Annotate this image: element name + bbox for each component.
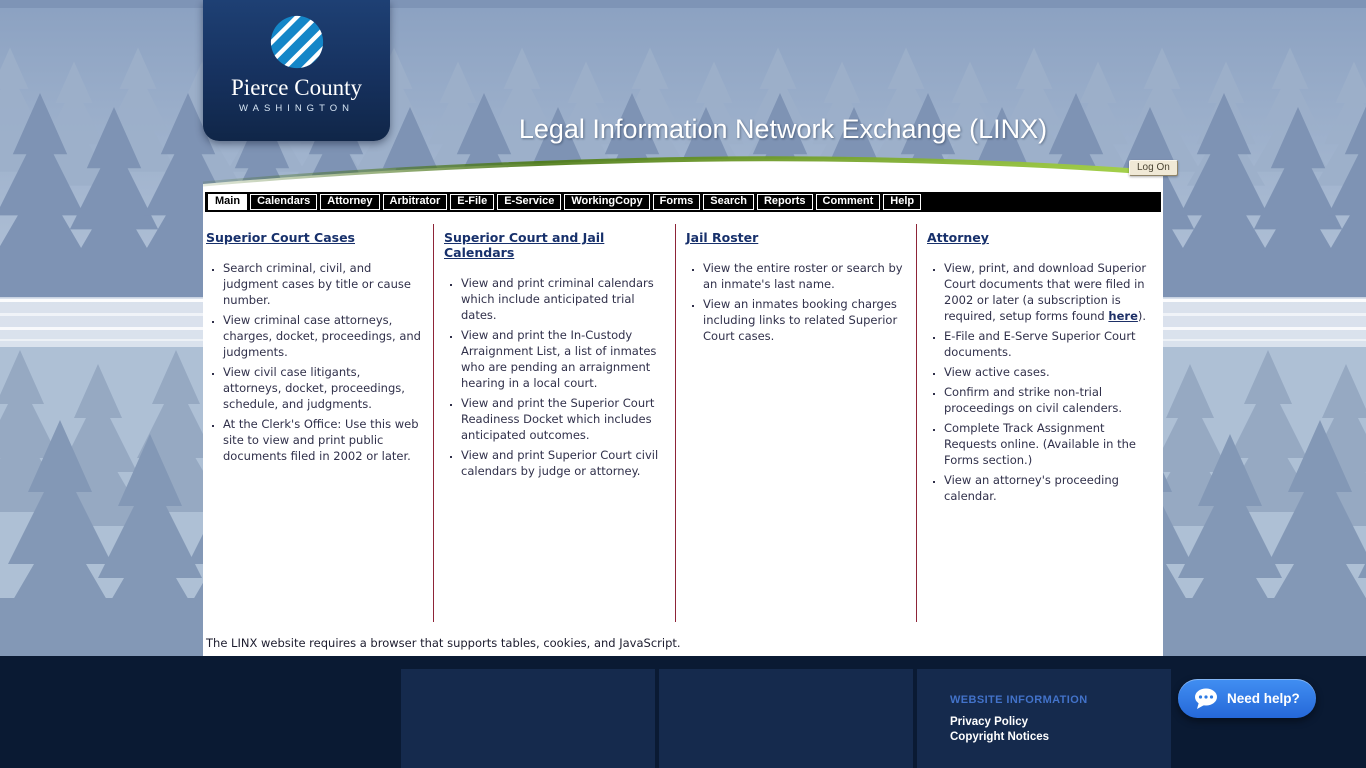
tab-e-service[interactable]: E-Service [497, 194, 562, 210]
footer-block-1 [401, 669, 655, 768]
tab-reports[interactable]: Reports [756, 194, 813, 210]
column-heading: Attorney [927, 230, 989, 245]
content-columns: Superior Court CasesSearch criminal, civ… [203, 224, 1163, 622]
list-item: Complete Track Assignment Requests onlin… [944, 420, 1151, 468]
pierce-county-logo-icon [268, 13, 326, 71]
tab-arbitrator[interactable]: Arbitrator [382, 194, 448, 210]
list-item: View and print the In-Custody Arraignmen… [461, 327, 663, 391]
pierce-county-logo[interactable]: Pierce County WASHINGTON [203, 0, 390, 141]
column-4: AttorneyView, print, and download Superi… [917, 224, 1163, 622]
here-link[interactable]: here [1108, 309, 1138, 323]
list-item: E-File and E-Serve Superior Court docume… [944, 328, 1151, 360]
tab-main[interactable]: Main [208, 194, 248, 210]
website-information-heading: WEBSITE INFORMATION [950, 694, 1088, 706]
list-item: Search criminal, civil, and judgment cas… [223, 260, 421, 308]
column-list: View, print, and download Superior Court… [927, 260, 1151, 504]
logo-name: Pierce County [231, 75, 362, 100]
column-heading: Superior Court and Jail Calendars [444, 230, 605, 260]
tab-workingcopy[interactable]: WorkingCopy [564, 194, 650, 210]
footer-block-website-info: WEBSITE INFORMATION Privacy Policy Copyr… [917, 669, 1171, 768]
column-list: View the entire roster or search by an i… [686, 260, 904, 344]
column-list: Search criminal, civil, and judgment cas… [206, 260, 421, 464]
tab-comment[interactable]: Comment [815, 194, 881, 210]
copyright-notices-link[interactable]: Copyright Notices [950, 731, 1050, 743]
footer-block-2 [659, 669, 913, 768]
log-on-button[interactable]: Log On [1129, 160, 1178, 176]
list-item: View an inmates booking charges includin… [703, 296, 904, 344]
green-swoosh-decoration [203, 156, 1163, 192]
list-item: Confirm and strike non-trial proceedings… [944, 384, 1151, 416]
list-item: View the entire roster or search by an i… [703, 260, 904, 292]
privacy-policy-link[interactable]: Privacy Policy [950, 716, 1028, 728]
list-item: View and print Superior Court civil cale… [461, 447, 663, 479]
list-item: View, print, and download Superior Court… [944, 260, 1151, 324]
list-item: At the Clerk's Office: Use this web site… [223, 416, 421, 464]
tab-forms[interactable]: Forms [652, 194, 701, 210]
tab-e-file[interactable]: E-File [450, 194, 495, 210]
tab-search[interactable]: Search [703, 194, 754, 210]
browser-note: The LINX website requires a browser that… [206, 636, 681, 650]
list-item: View and print criminal calendars which … [461, 275, 663, 323]
column-2: Superior Court and Jail CalendarsView an… [434, 224, 676, 622]
logo-tagline: WASHINGTON [239, 103, 354, 114]
chat-bubble-icon [1195, 688, 1217, 709]
tab-help[interactable]: Help [883, 194, 922, 210]
tab-attorney[interactable]: Attorney [320, 194, 380, 210]
list-item: View and print the Superior Court Readin… [461, 395, 663, 443]
column-list: View and print criminal calendars which … [444, 275, 663, 479]
column-heading: Superior Court Cases [206, 230, 355, 245]
list-item: View criminal case attorneys, charges, d… [223, 312, 421, 360]
column-heading: Jail Roster [686, 230, 759, 245]
page-footer: WEBSITE INFORMATION Privacy Policy Copyr… [0, 656, 1366, 768]
need-help-label: Need help? [1227, 691, 1300, 706]
column-1: Superior Court CasesSearch criminal, civ… [203, 224, 434, 622]
page-title: Legal Information Network Exchange (LINX… [518, 114, 1048, 144]
tab-calendars[interactable]: Calendars [250, 194, 318, 210]
list-item: View active cases. [944, 364, 1151, 380]
column-3: Jail RosterView the entire roster or sea… [676, 224, 917, 622]
list-item: View civil case litigants, attorneys, do… [223, 364, 421, 412]
list-item: View an attorney's proceeding calendar. [944, 472, 1151, 504]
need-help-button[interactable]: Need help? [1178, 679, 1316, 718]
